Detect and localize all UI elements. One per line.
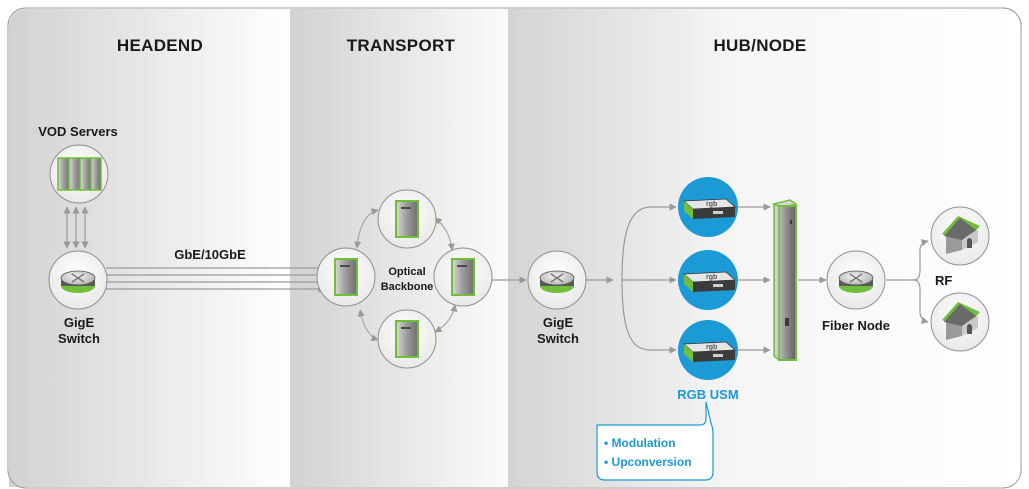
vod-servers-label: VOD Servers bbox=[38, 124, 118, 139]
gbe-link-label: GbE/10GbE bbox=[174, 247, 246, 262]
server-icon bbox=[57, 157, 102, 191]
feature-upconversion: • Upconversion bbox=[604, 455, 692, 469]
usm-device-brand-2: rgb bbox=[706, 274, 717, 281]
rf-links bbox=[886, 239, 929, 324]
backbone-ring bbox=[354, 208, 458, 342]
server-icon bbox=[334, 258, 358, 296]
usm-device-1: rgb bbox=[678, 177, 738, 237]
vod-servers-node bbox=[49, 144, 109, 204]
headend-switch-node bbox=[48, 250, 108, 310]
usm-to-chassis-links bbox=[738, 203, 771, 354]
server-icon bbox=[395, 320, 419, 358]
router-icon bbox=[60, 270, 96, 293]
section-title-hub-node: HUB/NODE bbox=[713, 36, 806, 55]
vod-to-switch-links bbox=[63, 206, 89, 249]
hub-switch-node bbox=[527, 250, 587, 310]
backbone-server-right bbox=[433, 247, 493, 307]
modulator-icon: rgb bbox=[683, 341, 736, 362]
router-icon bbox=[539, 270, 575, 293]
modulator-icon: rgb bbox=[683, 198, 736, 219]
chassis-icon bbox=[772, 199, 798, 362]
backbone-label-line1: Optical bbox=[388, 266, 425, 278]
fiber-node bbox=[826, 250, 886, 310]
fiber-node-label: Fiber Node bbox=[822, 318, 890, 333]
gbe-links bbox=[106, 264, 326, 293]
home-2 bbox=[930, 292, 990, 352]
house-icon bbox=[942, 216, 980, 254]
section-title-headend: HEADEND bbox=[117, 36, 203, 55]
background-panel bbox=[7, 7, 1022, 489]
server-icon bbox=[395, 200, 419, 238]
usm-fanout-links bbox=[621, 203, 677, 354]
usm-features-callout: • Modulation • Upconversion bbox=[596, 401, 714, 481]
hub-switch-label-line1: GigE bbox=[543, 315, 574, 330]
backbone-server-bottom bbox=[377, 309, 437, 369]
usm-device-brand-1: rgb bbox=[706, 201, 717, 208]
headend-switch-label-line1: GigE bbox=[64, 315, 95, 330]
modulator-icon: rgb bbox=[683, 271, 736, 292]
usm-label: RGB USM bbox=[677, 387, 738, 402]
headend-switch-label-line2: Switch bbox=[58, 331, 100, 346]
house-icon bbox=[942, 302, 980, 340]
backbone-server-top bbox=[377, 189, 437, 249]
home-1 bbox=[930, 206, 990, 266]
usm-device-2: rgb bbox=[678, 250, 738, 310]
backbone-label-line2: Backbone bbox=[381, 281, 434, 293]
feature-modulation: • Modulation bbox=[604, 436, 676, 450]
server-icon bbox=[451, 258, 475, 296]
router-icon bbox=[838, 270, 874, 293]
section-title-transport: TRANSPORT bbox=[347, 36, 456, 55]
rf-label: RF bbox=[935, 273, 952, 288]
backbone-server-left bbox=[316, 247, 376, 307]
hub-switch-label-line2: Switch bbox=[537, 331, 579, 346]
usm-device-3: rgb bbox=[678, 320, 738, 380]
usm-device-brand-3: rgb bbox=[706, 344, 717, 351]
